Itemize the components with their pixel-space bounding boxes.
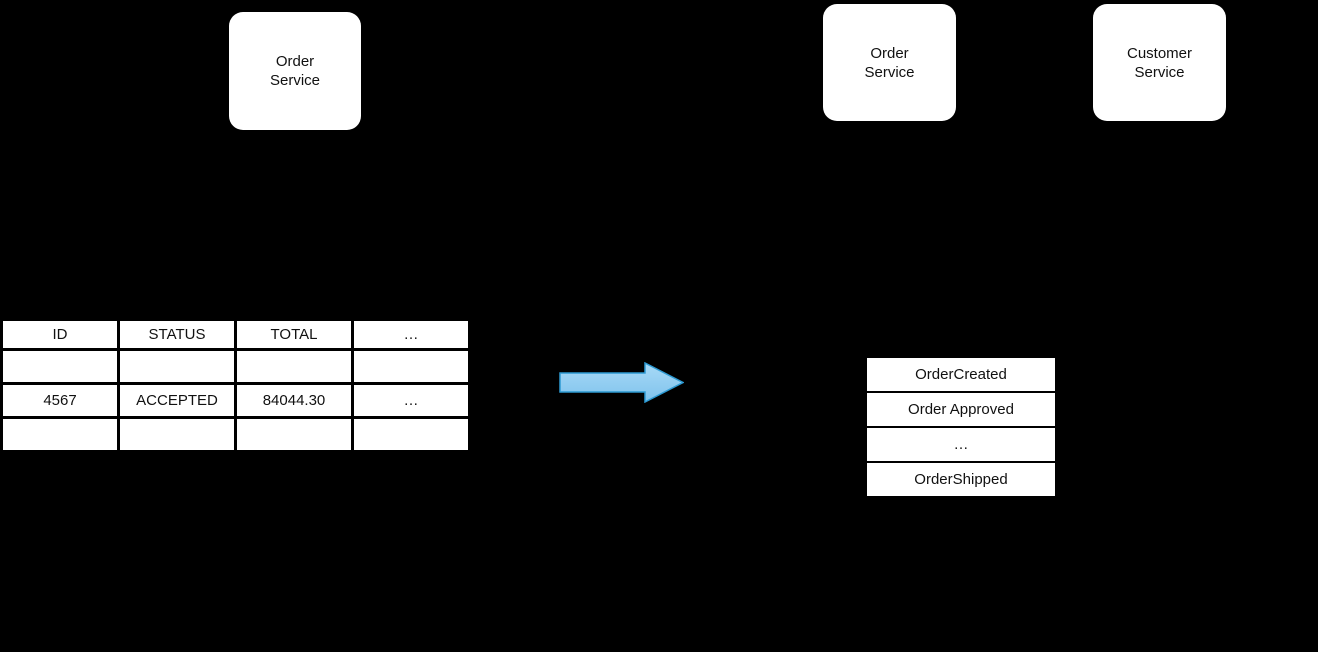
order-table: ID STATUS TOTAL … 4567 ACCEPTED 84044.30… [0,318,471,453]
arrow-right-icon [559,361,685,404]
order-service-box-after: Order Service [823,4,956,121]
order-table-cell [0,348,120,385]
event-list-item: Order Approved [867,393,1055,428]
block-arrow-shape [559,361,685,404]
event-list-item: OrderShipped [867,463,1055,496]
order-table-cell [0,416,120,453]
order-table-cell-status: ACCEPTED [117,382,237,419]
order-table-cell-id: 4567 [0,382,120,419]
order-table-cell [234,348,354,385]
order-table-cell [234,416,354,453]
order-service-label: Order Service [864,44,915,81]
order-table-cell [117,348,237,385]
order-service-box-before: Order Service [229,12,361,130]
order-table-row [0,348,471,385]
event-list-item: … [867,428,1055,463]
order-table-header-total: TOTAL [234,318,354,351]
customer-service-label: Customer Service [1126,44,1193,81]
order-table-cell [117,416,237,453]
order-table-row [0,416,471,453]
order-table-header-status: STATUS [117,318,237,351]
customer-service-box: Customer Service [1093,4,1226,121]
order-table-cell [351,416,471,453]
order-table-header-more: … [351,318,471,351]
order-table-row: 4567 ACCEPTED 84044.30 … [0,382,471,419]
event-list-item: OrderCreated [867,358,1055,393]
order-table-cell-total: 84044.30 [234,382,354,419]
order-table-cell [351,348,471,385]
order-service-label: Order Service [269,53,321,89]
order-table-header-row: ID STATUS TOTAL … [0,318,471,351]
order-table-cell-more: … [351,382,471,419]
order-table-header-id: ID [0,318,120,351]
event-store-list: OrderCreated Order Approved … OrderShipp… [867,358,1055,496]
